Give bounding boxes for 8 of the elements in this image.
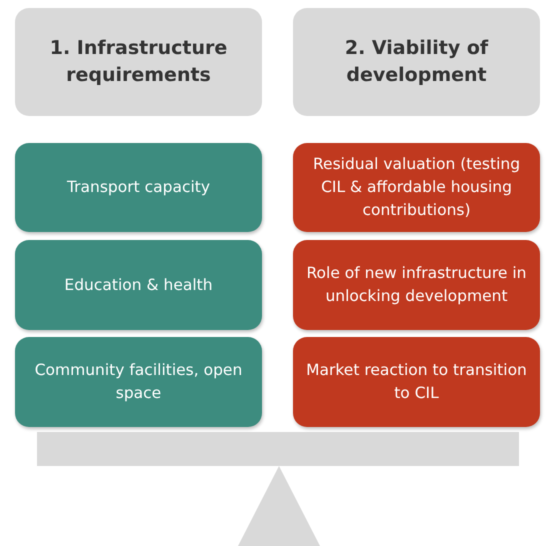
requirement-box: Community facilities, open space	[15, 337, 262, 427]
requirement-box: Education & health	[15, 240, 262, 330]
column-header: 2. Viability of development	[293, 8, 540, 116]
viability-box: Residual valuation (testing CIL & affordable housing contributions)	[293, 143, 540, 232]
viability-box: Market reaction to transition to CIL	[293, 337, 540, 427]
requirement-box: Transport capacity	[15, 143, 262, 232]
column-header: 1. Infrastructure requirements	[15, 8, 262, 116]
viability-box: Role of new infrastructure in unlocking development	[293, 240, 540, 330]
